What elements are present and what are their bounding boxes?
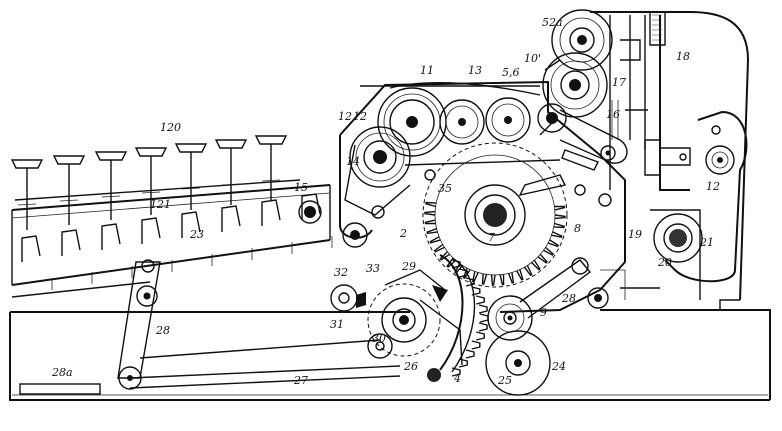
spool-17 [539,52,608,136]
wheel-24 [485,330,551,396]
label-l19: 19 [628,228,642,241]
platen-rollers [360,82,541,157]
pinion-9 [487,257,592,341]
label-l10p: 10' [524,52,541,65]
label-l29: 29 [401,260,416,273]
lever-28 [117,259,161,379]
label-l28b: 28 [155,324,170,337]
label-l35: 35 [438,182,452,195]
label-l7: 7 [488,231,495,244]
lever-21 [664,110,748,283]
label-l11: 11 [420,64,434,77]
label-l2: 2 [399,227,407,240]
link-bar-27 [118,339,401,390]
lever-16 [559,109,628,171]
label-l12b: 12 [353,110,367,123]
label-l16: 16 [606,108,620,121]
label-l8: 8 [574,222,581,235]
label-l56: 5,6 [502,66,520,79]
side-plate-19 [339,80,626,313]
spool-52a [551,9,613,71]
label-l17: 17 [612,76,626,89]
keyboard-frame-15 [10,135,333,298]
idler-10 [537,103,567,133]
label-l14: 14 [346,155,360,168]
label-l18: 18 [676,50,690,63]
main-gear-8 [419,142,568,366]
roll-20 [653,213,703,263]
label-l121: 121 [150,198,171,211]
feed-roll-14 [344,126,411,216]
label-l32: 32 [334,266,348,279]
label-l15: 15 [294,181,308,194]
label-l13: 13 [468,64,482,77]
label-l31: 31 [330,318,344,331]
label-l20: 20 [657,256,672,269]
label-l21: 21 [699,236,714,249]
label-l25: 25 [497,374,512,387]
label-l23: 23 [189,228,204,241]
label-l27: 27 [293,374,308,387]
roller-32 [330,284,358,312]
label-l28c: 28a [51,366,73,379]
label-l33: 33 [366,262,380,275]
cam-30 [356,269,448,357]
roller-near-30 [367,333,393,359]
label-l9: 9 [540,306,547,319]
label-l30: 30 [372,332,386,345]
label-l28a: 28 [561,292,576,305]
label-l12c: 12 [706,180,720,193]
label-l120: 120 [160,121,181,134]
label-l26: 26 [403,360,418,373]
label-l52a: 52a [542,16,563,29]
label-l12a: 12 [338,110,352,123]
plate-28a [19,383,101,395]
slide-column [609,11,691,191]
rack-segment-4 [427,254,489,382]
machine-frame [9,11,771,401]
label-l4: 4 [453,372,461,385]
label-l24: 24 [551,360,566,373]
